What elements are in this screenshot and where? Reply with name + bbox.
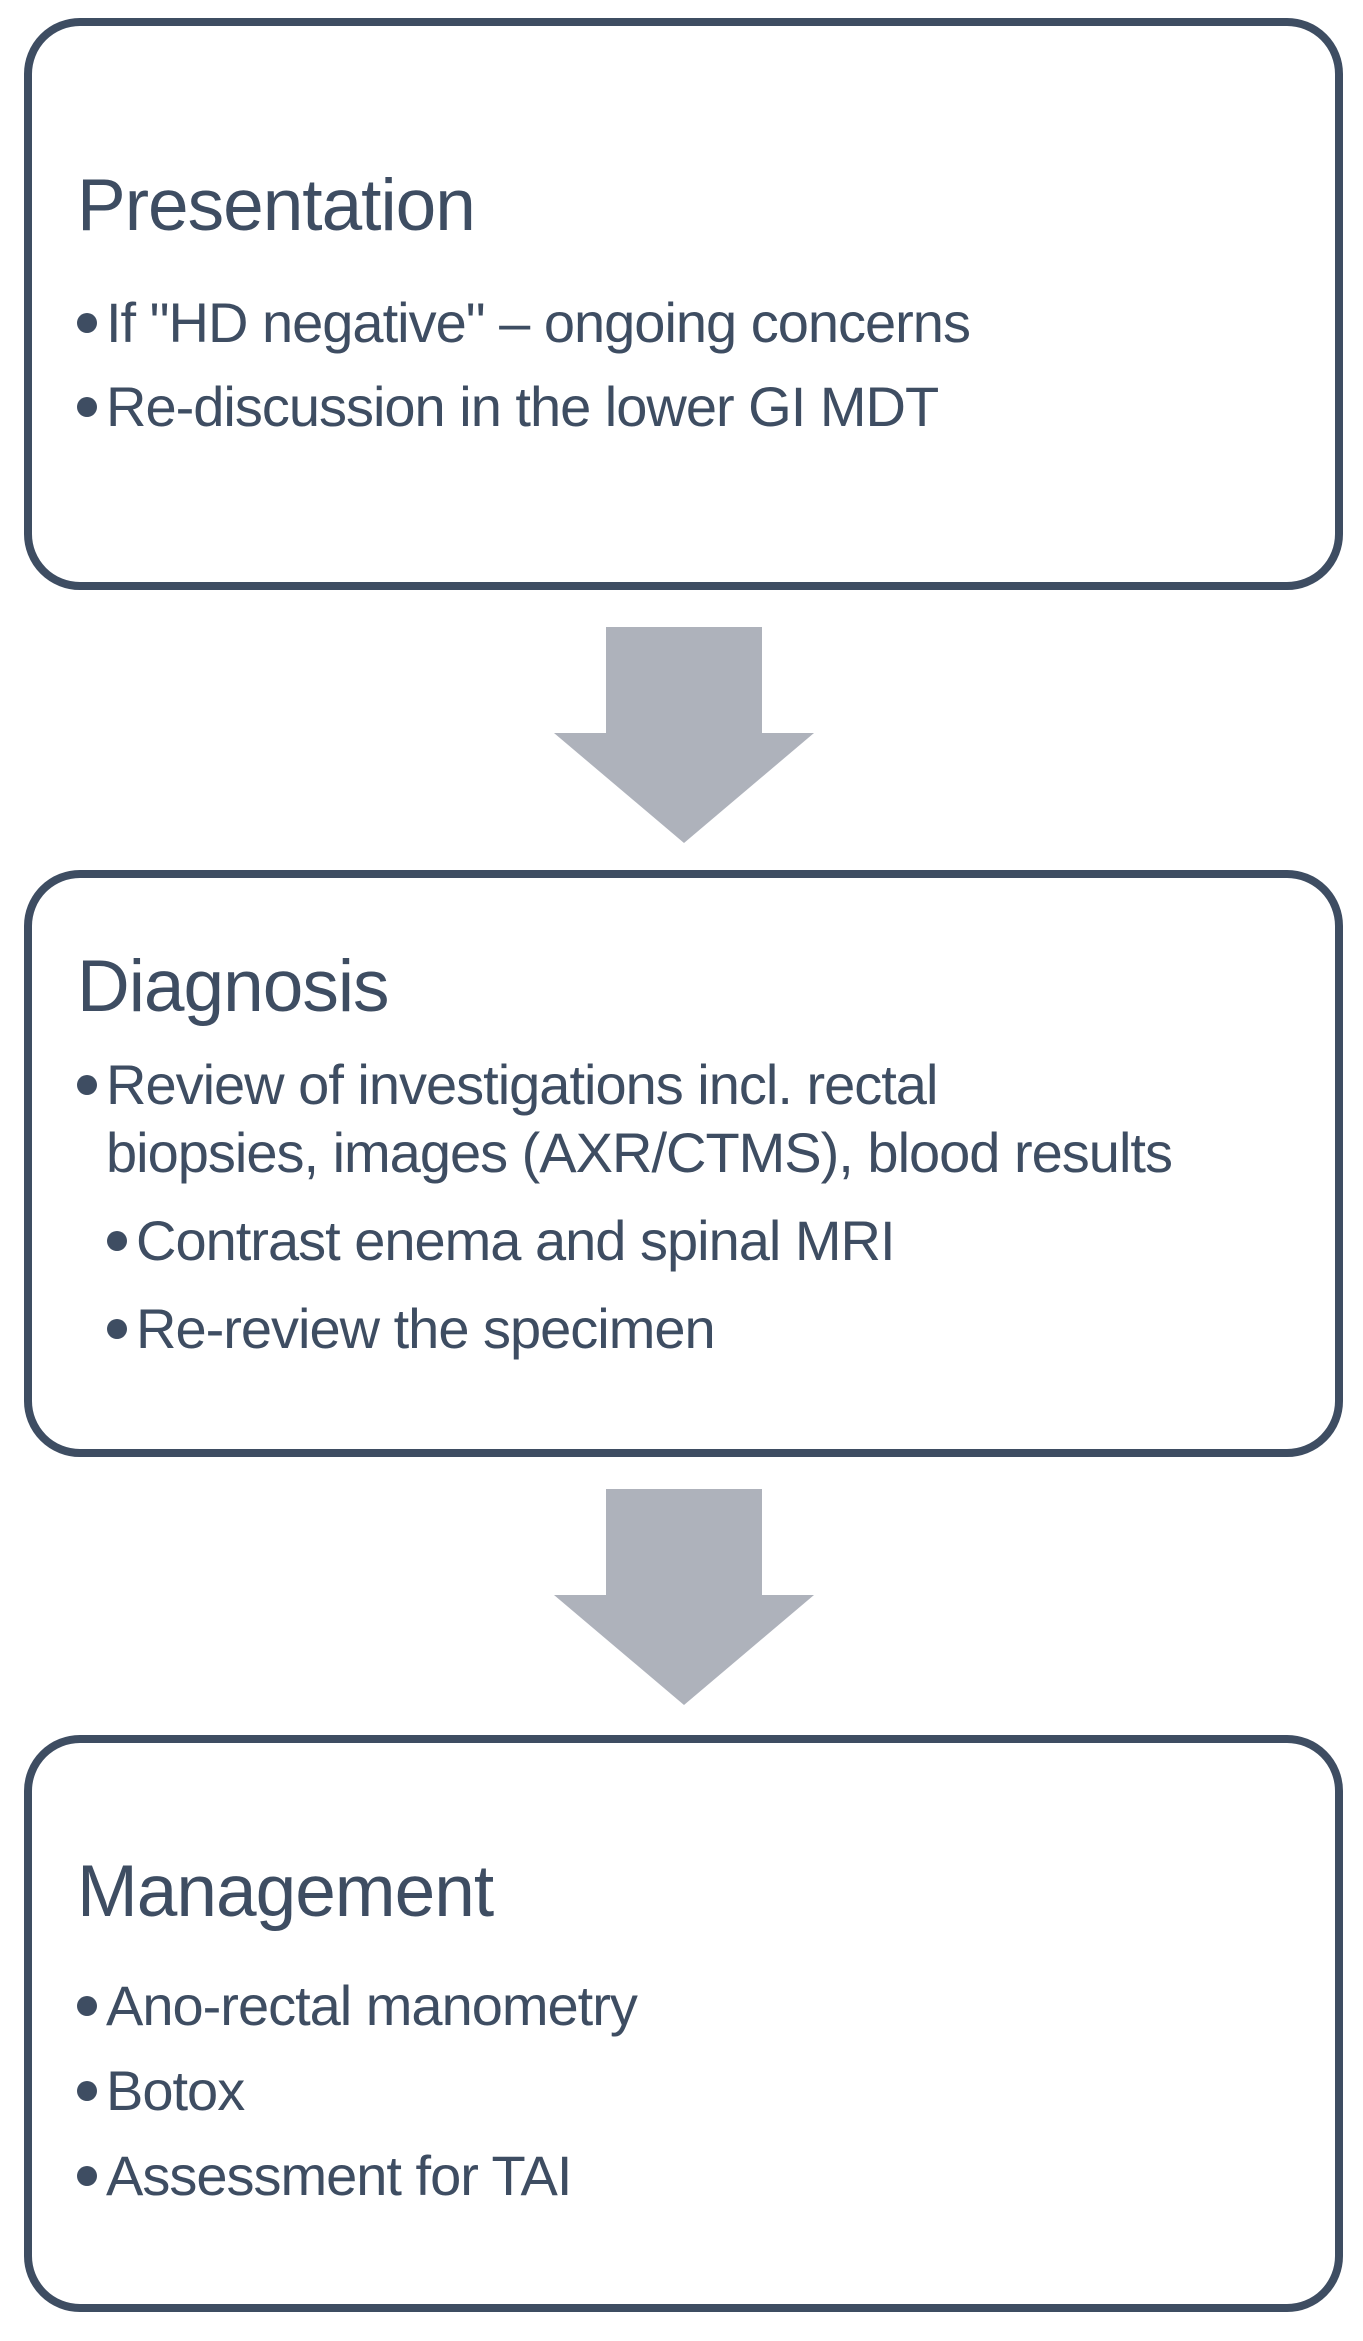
bullet-item: Re-discussion in the lower GI MDT [77,373,1299,441]
bullet-text-line: biopsies, images (AXR/CTMS), blood resul… [106,1121,1173,1184]
bullet-text: Ano-rectal manometry [106,1974,638,2037]
bullet-item-sub: Contrast enema and spinal MRI [107,1207,1299,1275]
bullet-list: Review of investigations incl. rectal bi… [77,1051,1299,1363]
arrow-head [554,733,814,843]
bullet-item: Assessment for TAI [77,2142,1299,2210]
box-presentation: Presentation If "HD negative" – ongoing … [24,18,1343,590]
bullet-list: If "HD negative" – ongoing concerns Re-d… [77,289,1299,441]
box-diagnosis-content: Diagnosis Review of investigations incl.… [32,943,1335,1363]
bullet-text: If "HD negative" – ongoing concerns [106,291,971,354]
box-presentation-content: Presentation If "HD negative" – ongoing … [32,162,1335,441]
box-management: Management Ano-rectal manometry Botox As… [24,1735,1343,2312]
bullet-text: Re-review the specimen [136,1297,716,1360]
box-management-content: Management Ano-rectal manometry Botox As… [32,1848,1335,2210]
bullet-text: Review of investigations incl. rectal bi… [106,1051,1173,1187]
box-management-title: Management [77,1851,494,1932]
box-diagnosis: Diagnosis Review of investigations incl.… [24,870,1343,1457]
bullet-text: Assessment for TAI [106,2144,572,2207]
bullet-dot-icon [77,1075,97,1095]
arrow-shaft [606,627,762,733]
down-arrow-icon [554,1489,814,1705]
arrow-head [554,1595,814,1705]
bullet-item: Ano-rectal manometry [77,1972,1299,2040]
bullet-dot-icon [77,2081,97,2101]
bullet-text: Re-discussion in the lower GI MDT [106,375,939,438]
bullet-item-sub: Re-review the specimen [107,1295,1299,1363]
bullet-dot-icon [107,1319,127,1339]
down-arrow-icon [554,627,814,843]
bullet-text: Contrast enema and spinal MRI [136,1209,895,1272]
bullet-dot-icon [77,2166,97,2186]
box-diagnosis-title: Diagnosis [77,946,390,1027]
bullet-text: Botox [106,2059,245,2122]
bullet-dot-icon [77,313,97,333]
bullet-dot-icon [77,397,97,417]
arrow-shaft [606,1489,762,1595]
bullet-text-line: Review of investigations incl. rectal [106,1053,938,1116]
box-presentation-title: Presentation [77,165,476,246]
bullet-dot-icon [107,1231,127,1251]
bullet-item: If "HD negative" – ongoing concerns [77,289,1299,357]
bullet-item: Botox [77,2057,1299,2125]
bullet-dot-icon [77,1996,97,2016]
bullet-list: Ano-rectal manometry Botox Assessment fo… [77,1972,1299,2210]
bullet-item: Review of investigations incl. rectal bi… [77,1051,1299,1187]
